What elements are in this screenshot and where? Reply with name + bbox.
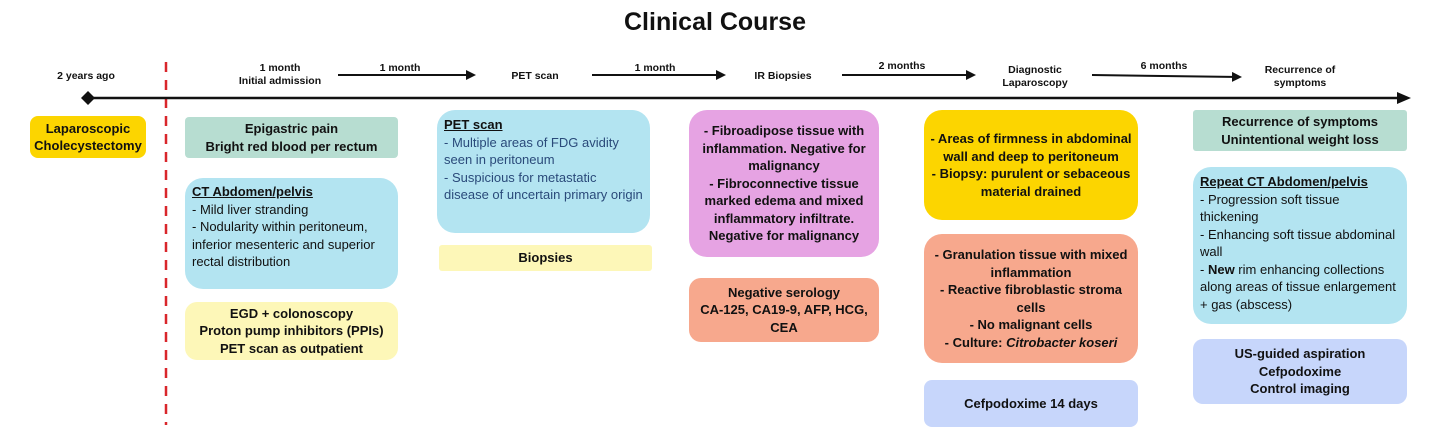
box-line: - Areas of firmness in abdominal wall an…: [930, 131, 1132, 164]
box-areas-of-firmness: - Areas of firmness in abdominal wall an…: [924, 110, 1138, 220]
interval-label-3: 2 months: [878, 60, 926, 72]
box-ir-pathology: - Fibroadipose tissue with inflammation.…: [689, 110, 879, 257]
box-epigastric-pain: Epigastric pain Bright red blood per rec…: [185, 117, 398, 158]
box-line: CA-125, CA19-9, AFP, HCG, CEA: [700, 302, 868, 335]
box-line: Bright red blood per rectum: [205, 138, 378, 154]
box-negative-serology: Negative serology CA-125, CA19-9, AFP, H…: [689, 278, 879, 342]
box-line: - Mild liver stranding: [192, 201, 309, 217]
box-ct-abdomen-pelvis: CT Abdomen/pelvis - Mild liver stranding…: [185, 178, 398, 289]
box-laparoscopic-cholecystectomy: Laparoscopic Cholecystectomy: [30, 116, 146, 158]
box-line: Cholecystectomy: [34, 138, 142, 153]
box-heading: Repeat CT Abdomen/pelvis: [1200, 174, 1368, 189]
box-line: PET scan as outpatient: [219, 340, 364, 356]
box-line: EGD + colonoscopy: [229, 305, 354, 321]
new-word: New: [1207, 261, 1235, 277]
interval-label-4: 6 months: [1140, 60, 1188, 72]
box-egd-colonoscopy: EGD + colonoscopy Proton pump inhibitors…: [185, 302, 398, 360]
box-us-guided-aspiration: US-guided aspiration Cefpodoxime Control…: [1193, 339, 1407, 404]
box-line: - Reactive fibroblastic stroma cells: [939, 282, 1123, 315]
culture-line: - Culture: Citrobacter koseri: [932, 334, 1130, 352]
timeline-label-diagnostic-laparoscopy: Diagnostic Laparoscopy: [1002, 64, 1068, 89]
box-biopsies: Biopsies: [439, 245, 652, 271]
box-line: - Fibroconnective tissue marked edema an…: [704, 175, 864, 244]
box-line: Negative serology: [728, 284, 840, 300]
box-line: US-guided aspiration: [1234, 346, 1366, 362]
box-heading: CT Abdomen/pelvis: [192, 184, 313, 199]
timeline-label-recurrence: Recurrence of symptoms: [1264, 64, 1336, 89]
box-line: - Enhancing soft tissue abdominal wall: [1200, 226, 1396, 260]
timeline-label-initial-admission: 1 month Initial admission: [238, 62, 322, 87]
box-repeat-ct: Repeat CT Abdomen/pelvis - Progression s…: [1193, 167, 1407, 324]
box-line: - Fibroadipose tissue with inflammation.…: [702, 123, 866, 174]
box-heading: PET scan: [444, 117, 503, 132]
interval-label-1: 1 month: [379, 62, 421, 74]
timeline-label-2-years-ago: 2 years ago: [57, 70, 115, 82]
interval-label-2: 1 month: [634, 62, 676, 74]
box-line: - Nodularity within peritoneum, inferior…: [192, 219, 375, 269]
box-line: Control imaging: [1250, 381, 1350, 397]
box-line: Recurrence of symptoms: [1221, 114, 1379, 129]
timeline-end-arrow: [1397, 92, 1411, 104]
timeline-label-ir-biopsies: IR Biopsies: [754, 70, 812, 82]
box-line: - Biopsy: purulent or sebaceous material…: [931, 166, 1131, 199]
culture-prefix: - Culture:: [944, 334, 1007, 350]
timeline-label-pet-scan: PET scan: [511, 70, 559, 82]
box-line: Cefpodoxime 14 days: [964, 395, 1098, 411]
box-line: Unintentional weight loss: [1221, 131, 1379, 147]
new-rest: rim enhancing collections along areas of…: [1200, 261, 1396, 312]
box-line: - Granulation tissue with mixed inflamma…: [934, 247, 1128, 280]
page-title: Clinical Course: [624, 8, 806, 36]
box-cefpodoxime-14-days: Cefpodoxime 14 days: [924, 380, 1138, 427]
new-collections-line: - New rim enhancing collections along ar…: [1200, 261, 1400, 314]
box-line: - Progression soft tissue thickening: [1200, 191, 1340, 225]
new-prefix: -: [1200, 261, 1208, 277]
box-line: - Multiple areas of FDG avidity seen in …: [444, 134, 619, 168]
box-line: - Suspicious for metastatic disease of u…: [444, 169, 643, 203]
box-line: Biopsies: [518, 250, 573, 266]
box-line: Epigastric pain: [244, 121, 339, 136]
box-line: Laparoscopic: [45, 120, 131, 136]
box-granulation-tissue: - Granulation tissue with mixed inflamma…: [924, 234, 1138, 363]
culture-organism: Citrobacter koseri: [1006, 334, 1118, 350]
box-line: Proton pump inhibitors (PPIs): [199, 323, 384, 339]
box-recurrence-of-symptoms: Recurrence of symptoms Unintentional wei…: [1193, 110, 1407, 151]
box-line: - No malignant cells: [969, 317, 1093, 332]
timeline-start-diamond: [81, 91, 95, 105]
box-line: Cefpodoxime: [1258, 363, 1342, 379]
interval-arrow-4: [1091, 71, 1242, 82]
box-pet-scan: PET scan - Multiple areas of FDG avidity…: [437, 110, 650, 233]
